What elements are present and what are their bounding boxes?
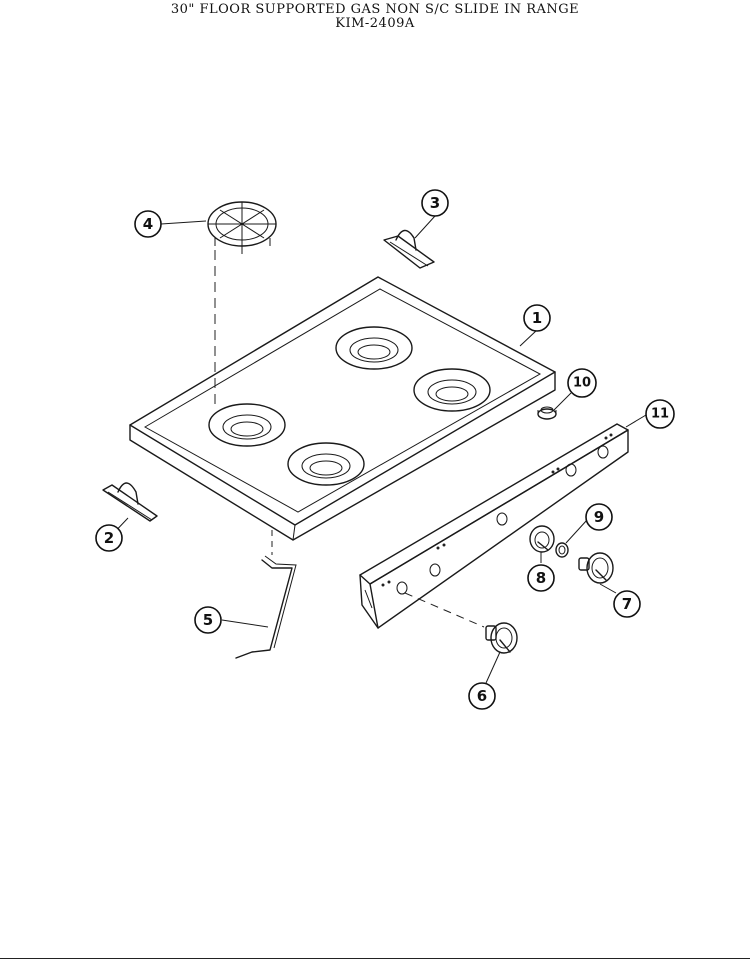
callout-4-label: 4 — [143, 215, 153, 233]
callout-7: 7 — [613, 590, 641, 618]
control-knob-left — [529, 525, 555, 553]
control-panel — [359, 423, 629, 629]
callout-6-label: 6 — [477, 687, 487, 705]
burner-opening-rear-right — [335, 326, 413, 370]
burner-opening-front-left — [287, 442, 365, 486]
callout-9-label: 9 — [594, 508, 604, 526]
callout-5-label: 5 — [203, 611, 213, 629]
callout-11-label: 11 — [651, 407, 669, 422]
grommet — [537, 406, 557, 420]
burner-opening-rear-left — [208, 403, 286, 447]
callout-1: 1 — [523, 304, 551, 332]
callout-11: 11 — [645, 399, 675, 429]
callout-3-label: 3 — [430, 194, 440, 212]
burner-grate — [207, 201, 277, 254]
callout-2-label: 2 — [104, 529, 114, 547]
burner-opening-front-right — [413, 368, 491, 412]
diagram-title: 30" FLOOR SUPPORTED GAS NON S/C SLIDE IN… — [170, 2, 580, 17]
callout-9: 9 — [585, 503, 613, 531]
callout-10: 10 — [567, 368, 597, 398]
bottom-rule — [0, 958, 750, 959]
callout-4: 4 — [134, 210, 162, 238]
control-knob-front — [485, 622, 518, 654]
callout-10-label: 10 — [573, 376, 591, 391]
control-knob-right — [578, 552, 614, 584]
callout-3: 3 — [421, 189, 449, 217]
model-number: KIM-2409A — [335, 16, 415, 31]
callout-2: 2 — [95, 524, 123, 552]
knob-insert — [555, 542, 569, 558]
callout-1-label: 1 — [532, 309, 542, 327]
callout-8: 8 — [527, 564, 555, 592]
cooktop — [129, 276, 556, 541]
left-bracket — [102, 482, 158, 522]
right-bracket — [383, 229, 435, 269]
callout-7-label: 7 — [622, 595, 632, 613]
callout-6: 6 — [468, 682, 496, 710]
support-rod — [235, 555, 297, 659]
callout-8-label: 8 — [536, 569, 546, 587]
callout-5: 5 — [194, 606, 222, 634]
